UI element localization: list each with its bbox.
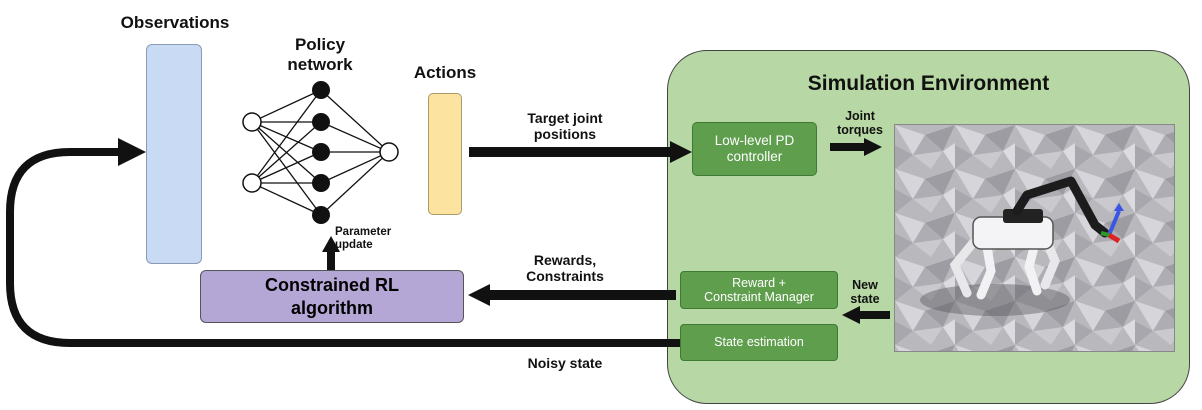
constrained-rl-block: Constrained RL algorithm bbox=[200, 270, 464, 323]
pd-controller-block: Low-level PD controller bbox=[692, 122, 817, 176]
network-edges bbox=[251, 89, 390, 216]
hidden-node bbox=[312, 206, 330, 224]
target-joint-arrow-head bbox=[670, 141, 692, 163]
target-joint-positions-label: Target joint positions bbox=[527, 110, 603, 143]
input-node bbox=[242, 112, 262, 132]
hidden-node bbox=[312, 81, 330, 99]
new-state-arrow-head bbox=[842, 306, 860, 324]
actions-label: Actions bbox=[413, 63, 477, 82]
joint-torques-arrow-shaft bbox=[830, 143, 866, 151]
state-estimation-block: State estimation bbox=[680, 324, 838, 361]
observations-bar bbox=[146, 44, 202, 264]
new-state-arrow-shaft bbox=[858, 311, 890, 319]
rewards-arrow-head bbox=[468, 284, 490, 306]
parameter-update-arrow-shaft bbox=[327, 250, 335, 270]
parameter-update-arrow-head bbox=[322, 236, 340, 252]
joint-torques-arrow-head bbox=[864, 138, 882, 156]
legged-robot-render bbox=[895, 125, 1174, 351]
observations-label: Observations bbox=[120, 13, 230, 32]
reward-constraint-manager-block: Reward + Constraint Manager bbox=[680, 271, 838, 309]
hidden-node bbox=[312, 143, 330, 161]
actions-bar bbox=[428, 93, 462, 215]
output-node bbox=[379, 142, 399, 162]
rewards-arrow-shaft bbox=[488, 290, 676, 300]
noisy-state-loop bbox=[6, 148, 680, 347]
policy-network-label: Policy network bbox=[287, 35, 353, 74]
noisy-state-label: Noisy state bbox=[527, 355, 603, 371]
noisy-state-arrow-head bbox=[118, 138, 146, 166]
simulation-render-image bbox=[894, 124, 1175, 352]
rewards-constraints-label: Rewards, Constraints bbox=[526, 252, 604, 285]
simulation-environment-title: Simulation Environment bbox=[807, 72, 1050, 95]
hidden-node bbox=[312, 174, 330, 192]
hidden-node bbox=[312, 113, 330, 131]
new-state-label: New state bbox=[850, 278, 880, 307]
joint-torques-label: Joint torques bbox=[837, 109, 883, 138]
input-node bbox=[242, 173, 262, 193]
parameter-update-label: Parameter update bbox=[335, 226, 392, 252]
target-joint-arrow-shaft bbox=[469, 147, 672, 157]
